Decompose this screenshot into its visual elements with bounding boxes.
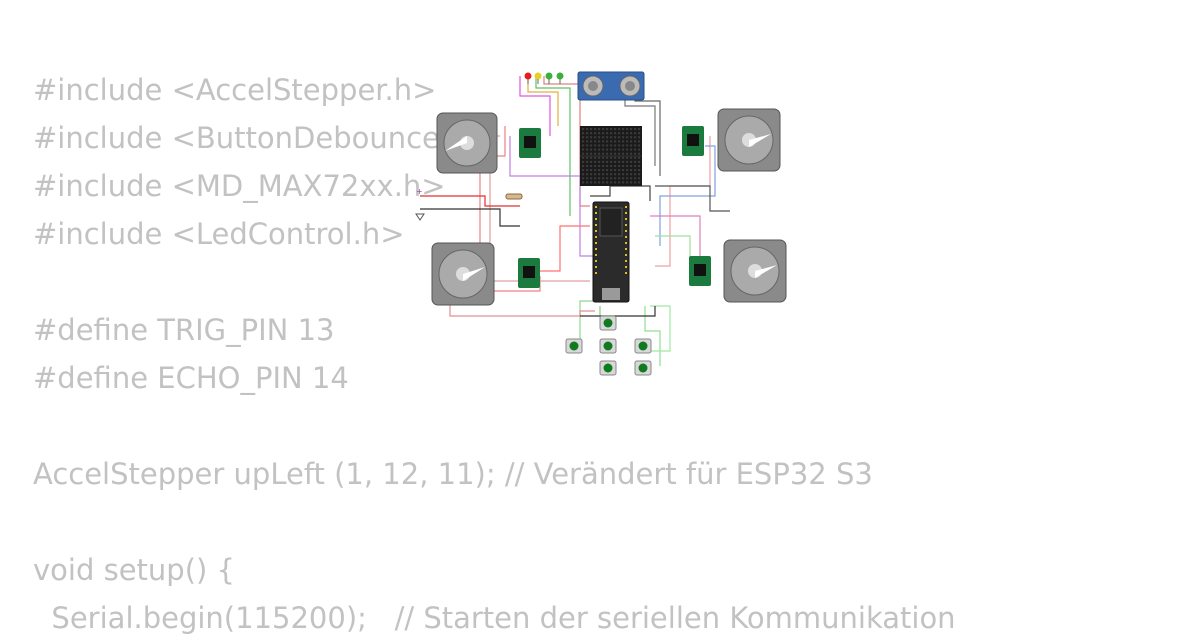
svg-text:+: +: [416, 187, 423, 196]
ultrasonic-sensor[interactable]: [577, 71, 645, 101]
stepper-motor-bottom-left[interactable]: [431, 242, 495, 306]
led-matrix[interactable]: [580, 126, 642, 186]
driver-board-2[interactable]: [682, 126, 704, 156]
esp32-s3-board[interactable]: [592, 201, 630, 303]
wires: [420, 74, 730, 366]
pushbutton-grid: [565, 315, 652, 376]
circuit-diagram[interactable]: +: [410, 66, 800, 384]
code-line: #define ECHO_PIN 14: [33, 361, 349, 395]
pushbutton[interactable]: [634, 338, 652, 354]
stepper-motor-top-right[interactable]: [717, 108, 781, 172]
code-line: [33, 402, 956, 450]
driver-board-4[interactable]: [689, 256, 711, 286]
led-green[interactable]: [556, 72, 564, 85]
stepper-motor-bottom-right[interactable]: [723, 239, 787, 303]
code-line: [33, 498, 956, 546]
code-line: #include <LedControl.h>: [33, 217, 405, 251]
pushbutton[interactable]: [599, 360, 617, 376]
code-line: Serial.begin(115200); // Starten der ser…: [33, 601, 956, 635]
code-line: #include <MD_MAX72xx.h>: [33, 169, 446, 203]
resistor[interactable]: [505, 193, 523, 200]
code-line: void setup() {: [33, 553, 235, 587]
code-line: AccelStepper upLeft (1, 12, 11); // Verä…: [33, 457, 873, 491]
led-red[interactable]: [524, 72, 532, 85]
code-editor[interactable]: #include <AccelStepper.h> #include <Butto…: [33, 66, 956, 642]
led-matrix-dots: [582, 128, 641, 184]
code-line: #include <AccelStepper.h>: [33, 73, 437, 107]
pushbutton[interactable]: [599, 338, 617, 354]
led-green[interactable]: [545, 72, 553, 85]
stepper-motor-top-left[interactable]: [436, 112, 498, 174]
pushbutton[interactable]: [599, 315, 617, 331]
code-line: #define TRIG_PIN 13: [33, 313, 335, 347]
led-yellow[interactable]: [534, 72, 542, 85]
pushbutton[interactable]: [565, 338, 583, 354]
driver-board-3[interactable]: [518, 258, 540, 288]
driver-board-1[interactable]: [519, 128, 541, 158]
power-symbol: +: [415, 187, 425, 221]
pushbutton[interactable]: [634, 360, 652, 376]
led-row: [524, 72, 564, 85]
code-line: #include <ButtonDebounce: [33, 121, 440, 155]
